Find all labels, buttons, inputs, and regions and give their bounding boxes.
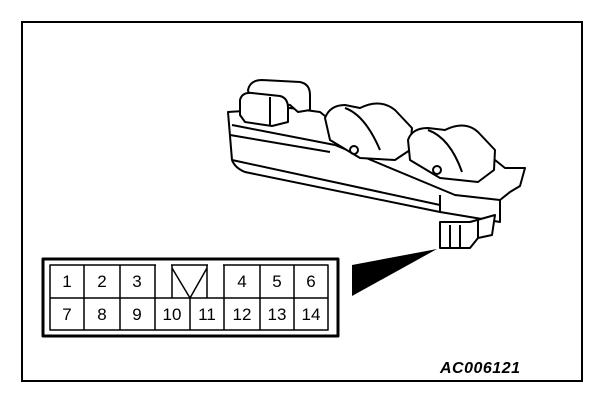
pin-8: 8 (97, 305, 107, 324)
pin-3: 3 (132, 272, 142, 291)
figure-code: AC006121 (440, 360, 521, 377)
figure-frame (21, 21, 583, 382)
pin-9: 9 (132, 305, 142, 324)
pin-12: 12 (232, 305, 252, 324)
pin-11: 11 (198, 305, 216, 324)
pin-6: 6 (306, 272, 316, 291)
pin-4: 4 (237, 272, 247, 291)
window-switch-2 (407, 124, 496, 183)
pin-1: 1 (62, 272, 72, 291)
pin-2: 2 (97, 272, 107, 291)
lock-button (239, 79, 311, 127)
pin-13: 13 (267, 305, 287, 324)
connector-face (41, 257, 340, 338)
window-switch-1 (324, 102, 413, 161)
pin-14: 14 (301, 305, 321, 324)
pin-5: 5 (272, 272, 282, 291)
switch-connector (439, 214, 496, 249)
pointer-arrow (352, 249, 437, 296)
pin-10: 10 (162, 305, 182, 324)
pin-7: 7 (62, 305, 72, 324)
